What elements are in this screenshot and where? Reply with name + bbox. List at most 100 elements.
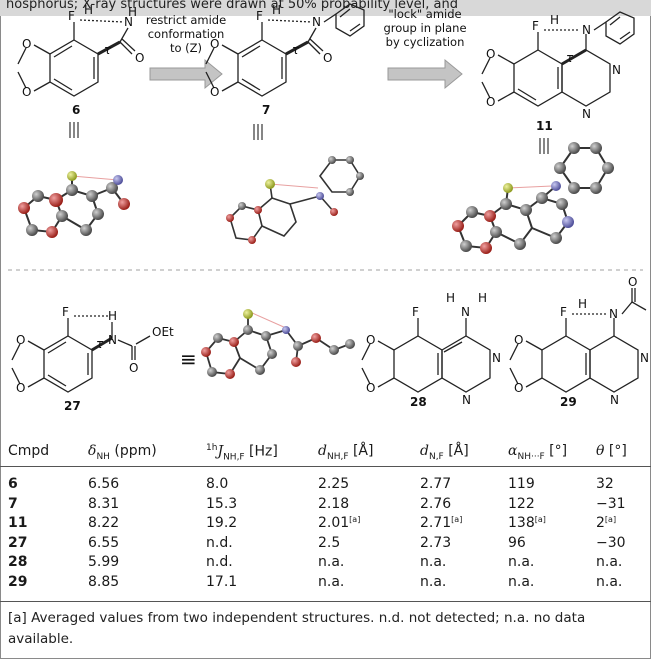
cell-theta: n.a. (596, 554, 623, 570)
cell-delta-nh: 6.56 (88, 476, 120, 492)
xray-11-atoms (452, 142, 614, 254)
table-header-row: Cmpd δNH (ppm) 1hJNH,F [Hz] dNH,F [Å] dN… (0, 443, 651, 467)
xray-7 (229, 159, 361, 241)
cell-d-nhf: 2.5 (318, 534, 341, 551)
header-alpha: αNH···F [°] (508, 443, 568, 462)
xray-6-atoms (18, 171, 130, 238)
caption-band: hosphorus; X-ray structures were drawn a… (0, 0, 651, 16)
arrow1-line3: to (Z) (170, 41, 202, 55)
cell-alpha: 96 (508, 534, 526, 551)
cell-d-nhf: n.a. (318, 554, 345, 570)
label-cmpd-7: 7 (262, 103, 270, 117)
structure-6 (17, 19, 136, 97)
cell-j-nhf: 19.2 (206, 515, 238, 531)
cell-d-nf: n.a. (420, 554, 447, 570)
atom-h-28b: H (478, 291, 487, 305)
structure-28 (361, 318, 491, 393)
table-row: 7 8.31 15.3 2.18 2.76 122 −31 (0, 496, 651, 516)
equiv-6 (69, 122, 79, 138)
tau-6: τ (104, 43, 112, 57)
atom-o-ring-6b: O (22, 85, 31, 99)
cell-theta: n.a. (596, 573, 623, 590)
table-row: 28 5.99 n.d. n.a. n.a. n.a. n.a. (0, 554, 651, 574)
atom-f-7: F (256, 9, 263, 23)
cell-j-nhf: n.d. (206, 554, 233, 570)
atom-f-6: F (68, 9, 75, 23)
equiv-27: ≡ (180, 347, 197, 371)
cell-theta: 2[a] (596, 515, 617, 531)
cell-d-nf: n.a. (420, 573, 447, 590)
tau-11: τ (566, 51, 574, 65)
atom-n-7: N (312, 15, 321, 29)
atom-o-ring-27a: O (16, 333, 25, 347)
atom-o-ring-28b: O (366, 381, 375, 395)
xray-7-atoms (226, 156, 364, 244)
cell-cmpd: 7 (8, 495, 18, 512)
atom-o-ring-7b: O (210, 85, 219, 99)
cell-cmpd: 28 (8, 554, 28, 570)
equiv-7 (253, 124, 263, 140)
structure-29-labels: F H N O N N O O 29 (514, 275, 649, 409)
cell-cmpd: 6 (8, 476, 18, 492)
atom-o-ring-27b: O (16, 381, 25, 395)
atom-n3-29: N (610, 393, 619, 407)
atom-h-6: H (84, 3, 93, 17)
scheme-figure: F H N H O O O τ 6 restrict amide conform… (8, 3, 649, 413)
table-footer-rule (0, 601, 651, 602)
cell-delta-nh: 8.31 (88, 495, 120, 512)
structure-27-labels: F H N O OEt O O τ 27 (16, 305, 174, 413)
structure-7-labels: F H N O O O τ 7 (210, 3, 332, 117)
structure-28-labels: F N H H N N O O 28 (366, 291, 501, 409)
cell-alpha: 138[a] (508, 515, 546, 531)
arrow2-line2: group in plane (383, 21, 466, 35)
arrow2-line1: "lock" amide (388, 7, 461, 21)
arrow2-line3: by cyclization (386, 35, 465, 49)
atom-o-6: O (135, 51, 144, 65)
atom-n2-11: N (612, 63, 621, 77)
header-delta-nh: δNH (ppm) (88, 443, 157, 462)
atom-h-29: H (578, 297, 587, 311)
label-cmpd-6: 6 (72, 103, 80, 117)
structure-7 (205, 3, 365, 97)
table-row: 11 8.22 19.2 2.01[a] 2.71[a] 138[a] 2[a] (0, 515, 651, 535)
header-cmpd: Cmpd (8, 443, 50, 459)
header-d-nf: dN,F [Å] (420, 443, 469, 462)
atom-h-28a: H (446, 291, 455, 305)
atom-n-27: N (108, 333, 117, 347)
label-cmpd-11: 11 (536, 119, 553, 133)
cell-j-nhf: 17.1 (206, 573, 238, 590)
cell-d-nhf: 2.25 (318, 476, 350, 492)
atom-n3-28: N (462, 393, 471, 407)
cell-alpha: 119 (508, 476, 535, 492)
atom-f-28: F (412, 305, 419, 319)
atom-o-ring-29b: O (514, 381, 523, 395)
atom-h-11: H (550, 13, 559, 27)
cell-alpha: 122 (508, 495, 535, 512)
atom-f-29: F (560, 305, 567, 319)
header-j-nhf: 1hJNH,F [Hz] (206, 443, 278, 463)
label-cmpd-27: 27 (64, 399, 81, 413)
cell-cmpd: 27 (8, 534, 28, 551)
equiv-11 (539, 138, 549, 154)
atom-o-ring-29a: O (514, 333, 523, 347)
cell-delta-nh: 8.85 (88, 573, 120, 590)
cell-theta: −31 (596, 495, 626, 512)
atom-n-28: N (461, 305, 470, 319)
cell-cmpd: 29 (8, 573, 28, 590)
table-row: 6 6.56 8.0 2.25 2.77 119 32 (0, 476, 651, 496)
cell-alpha: n.a. (508, 554, 535, 570)
arrow-2: "lock" amide group in plane by cyclizati… (383, 7, 467, 90)
cell-theta: 32 (596, 476, 614, 492)
arrow1-line2: conformation (148, 27, 225, 41)
atom-o-ring-11a: O (486, 47, 495, 61)
caption-tail-text: hosphorus; X-ray structures were drawn a… (6, 0, 459, 12)
atom-o-29: O (628, 275, 637, 289)
atom-n-11: N (582, 23, 591, 37)
cell-delta-nh: 8.22 (88, 515, 120, 531)
table-row: 27 6.55 n.d. 2.5 2.73 96 −30 (0, 535, 651, 555)
cell-j-nhf: n.d. (206, 534, 233, 551)
tau-7: τ (292, 43, 300, 57)
cell-d-nf: 2.76 (420, 495, 452, 512)
label-cmpd-28: 28 (410, 395, 427, 409)
atom-o-ring-28a: O (366, 333, 375, 347)
